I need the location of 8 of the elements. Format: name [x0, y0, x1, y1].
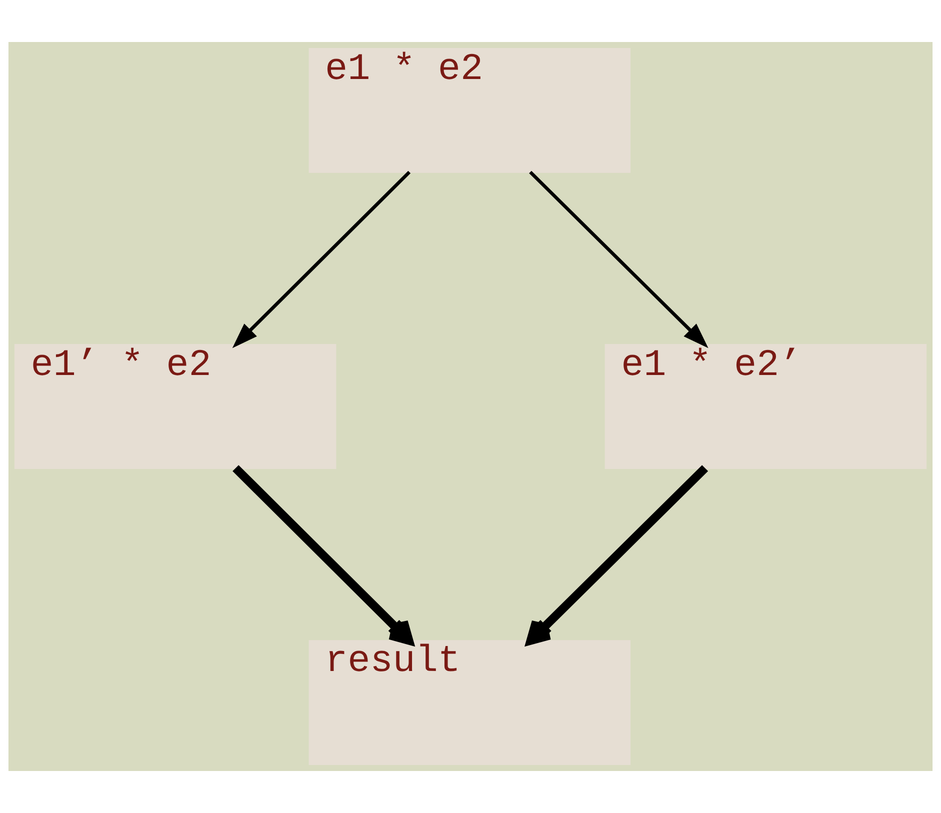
arrow	[232, 465, 414, 645]
node-box: e1’ * e2	[14, 344, 336, 469]
arrow	[529, 170, 708, 348]
node-box: result	[308, 640, 630, 765]
arrow	[232, 170, 411, 348]
arrow	[526, 465, 708, 645]
node-box: e1 * e2’	[604, 344, 927, 469]
node-box: e1 * e2	[308, 48, 630, 173]
